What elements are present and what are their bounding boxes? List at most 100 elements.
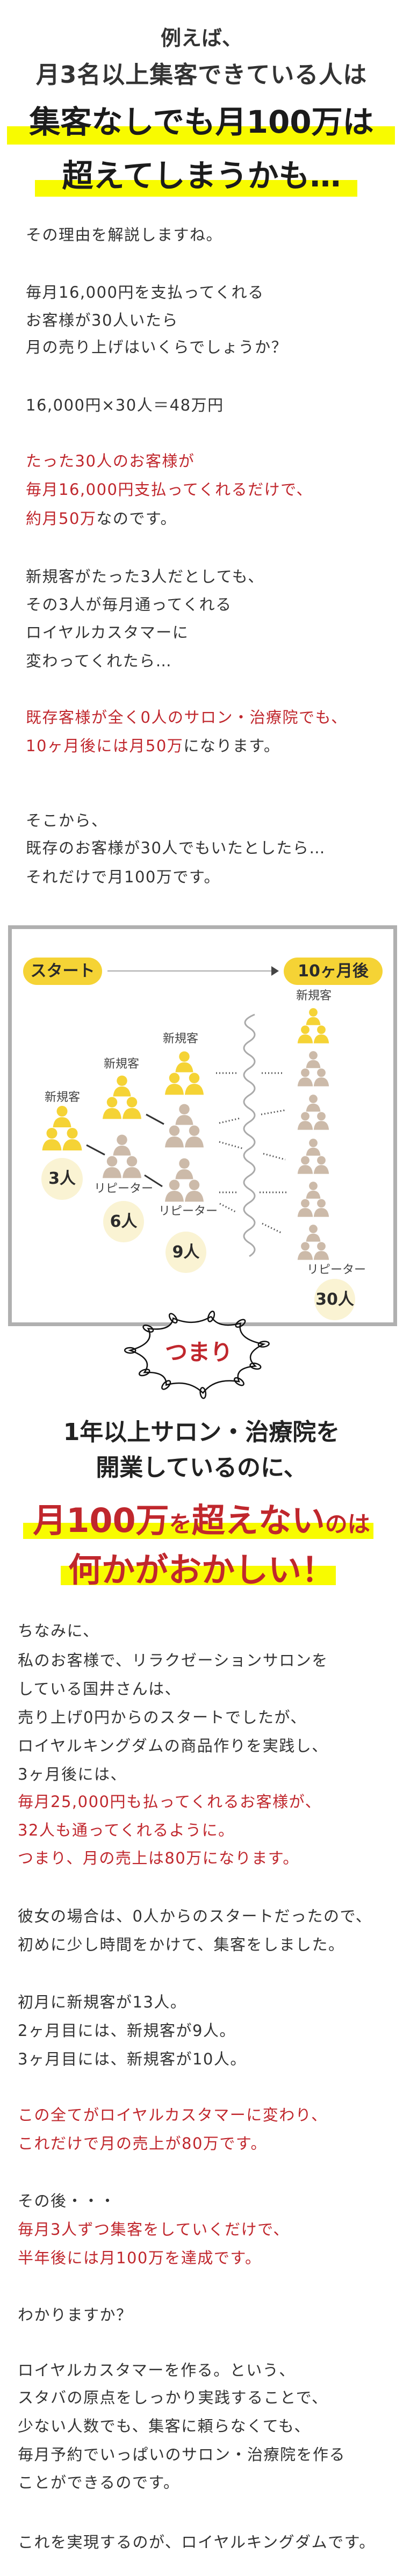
body-text: 変わってくれたら… — [26, 652, 172, 670]
diagram-connectors — [86, 1013, 286, 1257]
body-text: 初月に新規客が13人。 — [18, 1993, 187, 2011]
body-text: スタバの原点をしっかり実践することで、 — [18, 2388, 328, 2407]
ten-months-later-label: 10ヶ月後 — [284, 958, 383, 985]
body-text: ことができるのです。 — [18, 2473, 180, 2492]
body-text: 初めに少し時間をかけて、集客をしました。 — [18, 1935, 345, 1954]
body-text: 売り上げ0円からのスタートでしたが、 — [18, 1708, 307, 1726]
intro-heading-line2: 月3名以上集客できている人は — [35, 61, 368, 89]
emphasis-text: 半年後には月100万を達成です。 — [18, 2249, 262, 2267]
emphasis-text: 既存客様が全く0人のサロン・治療院でも、 — [26, 708, 348, 726]
connector-line — [146, 1113, 164, 1125]
emphasis-text: 毎月3人ずつ集客をしていくだけで、 — [18, 2220, 290, 2239]
body-text: になります。 — [183, 737, 280, 755]
dotted-connector — [263, 1153, 286, 1161]
emphasis-text: 毎月16,000円支払ってくれるだけで、 — [26, 480, 313, 499]
repeater-group-icon — [102, 1134, 142, 1178]
text-line: 新規客がたった3人だとしても、 — [26, 563, 264, 591]
intro-heading-line1: 例えば、 — [160, 26, 242, 50]
text-line: ロイヤルカスタマーを作る。という、 — [18, 2356, 296, 2384]
new-customer-group-icon — [102, 1075, 142, 1119]
text-line: 毎月25,000円も払ってくれるお客様が、 — [18, 1788, 321, 1816]
emphasis-text: 10ヶ月後には月50万 — [26, 737, 184, 755]
emphasis-part: のは — [325, 1511, 370, 1537]
text-line: たった30人のお客様が — [26, 447, 195, 475]
text-line: 初めに少し時間をかけて、集客をしました。 — [18, 1931, 345, 1959]
text-line: 少ない人数でも、集客に頼らなくても、 — [18, 2412, 311, 2440]
section-heading-line2: 開業しているのに、 — [96, 1454, 307, 1481]
body-text: 月の売り上げはいくらでしょうか？ — [26, 338, 288, 356]
new-customer-label: 新規客 — [296, 989, 332, 1003]
text-line: 売り上げ0円からのスタートでしたが、 — [18, 1703, 307, 1731]
new-customer-group-icon — [42, 1106, 82, 1150]
emphasis-part: を — [169, 1511, 192, 1537]
body-text: 毎月16,000円を支払ってくれる — [26, 283, 264, 301]
text-line: 約月50万なのです。 — [26, 505, 177, 533]
body-text: ロイヤルカスタマーに — [26, 623, 189, 642]
text-line: 2ヶ月目には、新規客が9人。 — [18, 2017, 236, 2045]
emphasis-text: この全てがロイヤルカスタマーに変わり、 — [18, 2106, 328, 2124]
dotted-connector — [219, 1117, 241, 1124]
text-line: 3ヶ月後には、 — [18, 1760, 127, 1788]
body-text: ロイヤルカスタマーを作る。という、 — [18, 2361, 296, 2379]
dotted-connector — [261, 1109, 286, 1116]
text-line: している国井さんは、 — [18, 1675, 181, 1703]
repeater-group-icon — [297, 1225, 329, 1260]
connector-line — [86, 1144, 105, 1156]
repeater-group-icon — [297, 1139, 329, 1174]
count-9: 9人 — [165, 1232, 206, 1273]
text-line: これだけで月の売上が80万です。 — [18, 2129, 267, 2157]
emphasis-heading-line2: 何かがおかしい！ — [68, 1550, 335, 1589]
text-line: 10ヶ月後には月50万になります。 — [26, 732, 280, 760]
body-text: その後・・・ — [18, 2192, 117, 2210]
dotted-connector — [262, 1222, 282, 1234]
text-line: 毎月16,000円を支払ってくれる — [26, 278, 264, 306]
emphasis-text: これだけで月の売上が80万です。 — [18, 2134, 268, 2153]
text-line: 16,000円×30人＝48万円 — [26, 391, 224, 419]
text-line: 毎月3人ずつ集客をしていくだけで、 — [18, 2215, 290, 2243]
count-30: 30人 — [314, 1279, 355, 1320]
dotted-connector — [219, 1141, 244, 1150]
repeater-group-icon — [297, 1095, 329, 1130]
body-text: 私のお客様で、リラクゼーションサロンを — [18, 1651, 328, 1670]
connector-line — [144, 1174, 163, 1188]
dotted-connector — [219, 1203, 236, 1213]
body-text: 16,000円×30人＝48万円 — [26, 396, 224, 414]
highlight-band — [35, 180, 357, 197]
text-line: スタバの原点をしっかり実践することで、 — [18, 2384, 328, 2412]
text-line: つまり、月の売上は80万になります。 — [18, 1844, 299, 1872]
text-line: お客様が30人いたら — [26, 306, 178, 334]
headline-line1: 集客なしでも月100万は — [29, 104, 374, 140]
body-text: 2ヶ月目には、新規客が9人。 — [18, 2021, 236, 2040]
text-line: この全てがロイヤルカスタマーに変わり、 — [18, 2101, 328, 2129]
body-text: なのです。 — [96, 509, 177, 528]
body-text: 3ヶ月後には、 — [18, 1765, 127, 1783]
repeater-label: リピーター — [307, 1263, 366, 1277]
text-line: 私のお客様で、リラクゼーションサロンを — [18, 1646, 328, 1674]
emphasis-heading-line1: 月100万を超えないのは — [0, 1500, 403, 1550]
body-text: ロイヤルキングダムの商品作りを実践し、 — [18, 1737, 328, 1755]
body-text: している国井さんは、 — [18, 1680, 182, 1698]
new-customer-label: 新規客 — [104, 1057, 140, 1071]
repeater-group-icon — [297, 1182, 329, 1217]
text-line: 既存のお客様が30人でもいたとしたら… — [26, 834, 326, 862]
body-text: 彼女の場合は、0人からのスタートだったので、 — [18, 1907, 372, 1925]
body-text: 新規客がたった3人だとしても、 — [26, 567, 264, 586]
emphasis-text: 32人も通ってくれるように。 — [18, 1821, 235, 1839]
emphasis-text: つまり、月の売上は80万になります。 — [18, 1849, 299, 1867]
new-customer-label: 新規客 — [45, 1091, 81, 1104]
emphasis-part: 超えない — [191, 1501, 325, 1540]
highlight-band — [23, 1523, 373, 1539]
body-text: 少ない人数でも、集客に頼らなくても、 — [18, 2417, 311, 2435]
emphasis-text: 毎月25,000円も払ってくれるお客様が、 — [18, 1793, 322, 1811]
emphasis-part: 月100万 — [33, 1501, 169, 1540]
text-line: ちなみに、 — [18, 1617, 99, 1645]
body-text: 既存のお客様が30人でもいたとしたら… — [26, 839, 326, 857]
text-line: その後・・・ — [18, 2187, 116, 2215]
text-line: これを実現するのが、ロイヤルキングダムです。 — [18, 2528, 376, 2556]
body-text: それだけで月100万です。 — [26, 868, 220, 886]
text-line: 32人も通ってくれるように。 — [18, 1816, 235, 1844]
body-text: その3人が毎月通ってくれる — [26, 595, 232, 614]
text-line: その3人が毎月通ってくれる — [26, 591, 232, 618]
text-line: 初月に新規客が13人。 — [18, 1988, 186, 2016]
text-line: 毎月16,000円支払ってくれるだけで、 — [26, 476, 313, 503]
